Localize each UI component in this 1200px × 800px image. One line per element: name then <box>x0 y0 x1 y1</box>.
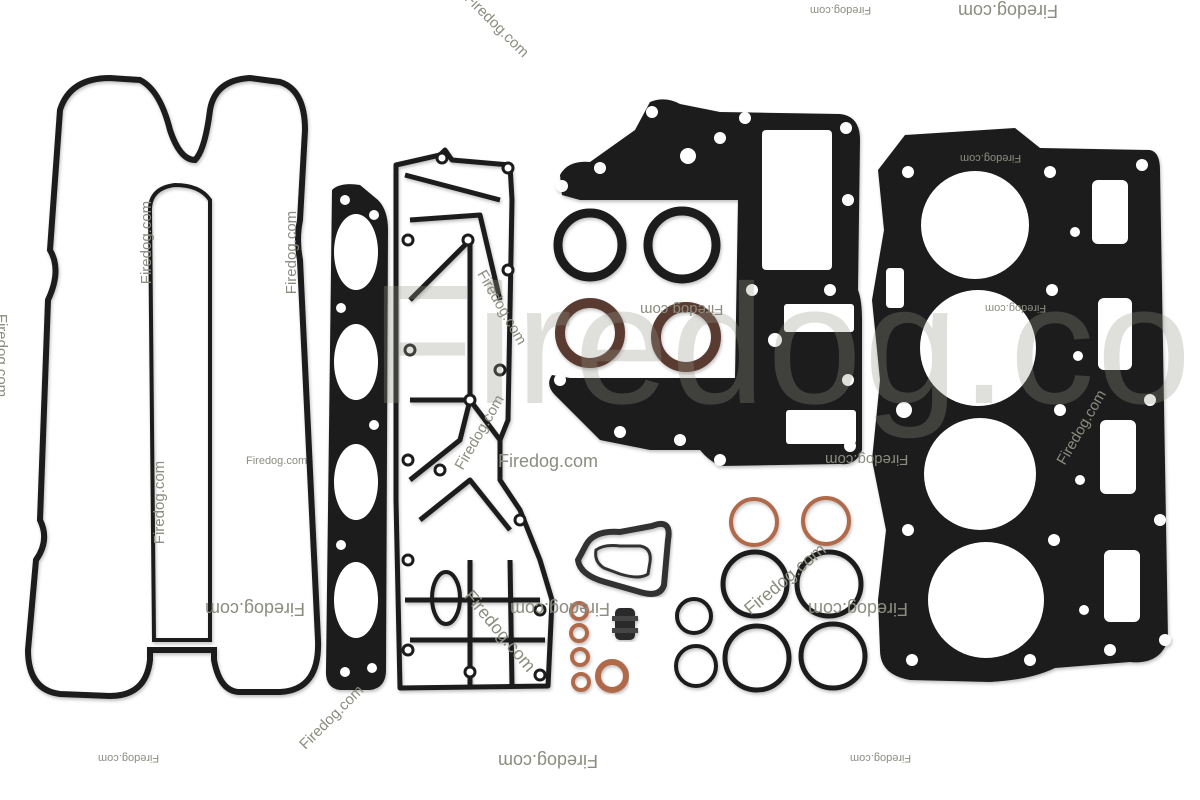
valve-cover-gasket <box>24 74 322 700</box>
cylinder-head-gasket <box>872 128 1171 682</box>
exhaust-cover-bolt-holes <box>401 151 547 682</box>
oil-seal-rings <box>553 206 721 372</box>
exhaust-cover-gasket <box>393 147 555 691</box>
rubber-grommet <box>612 608 638 640</box>
thermostat-gasket <box>574 520 672 597</box>
o-rings <box>674 496 868 693</box>
copper-washers <box>569 601 629 693</box>
adapter-plate-gasket <box>549 99 862 466</box>
manifold-gasket <box>325 184 388 690</box>
